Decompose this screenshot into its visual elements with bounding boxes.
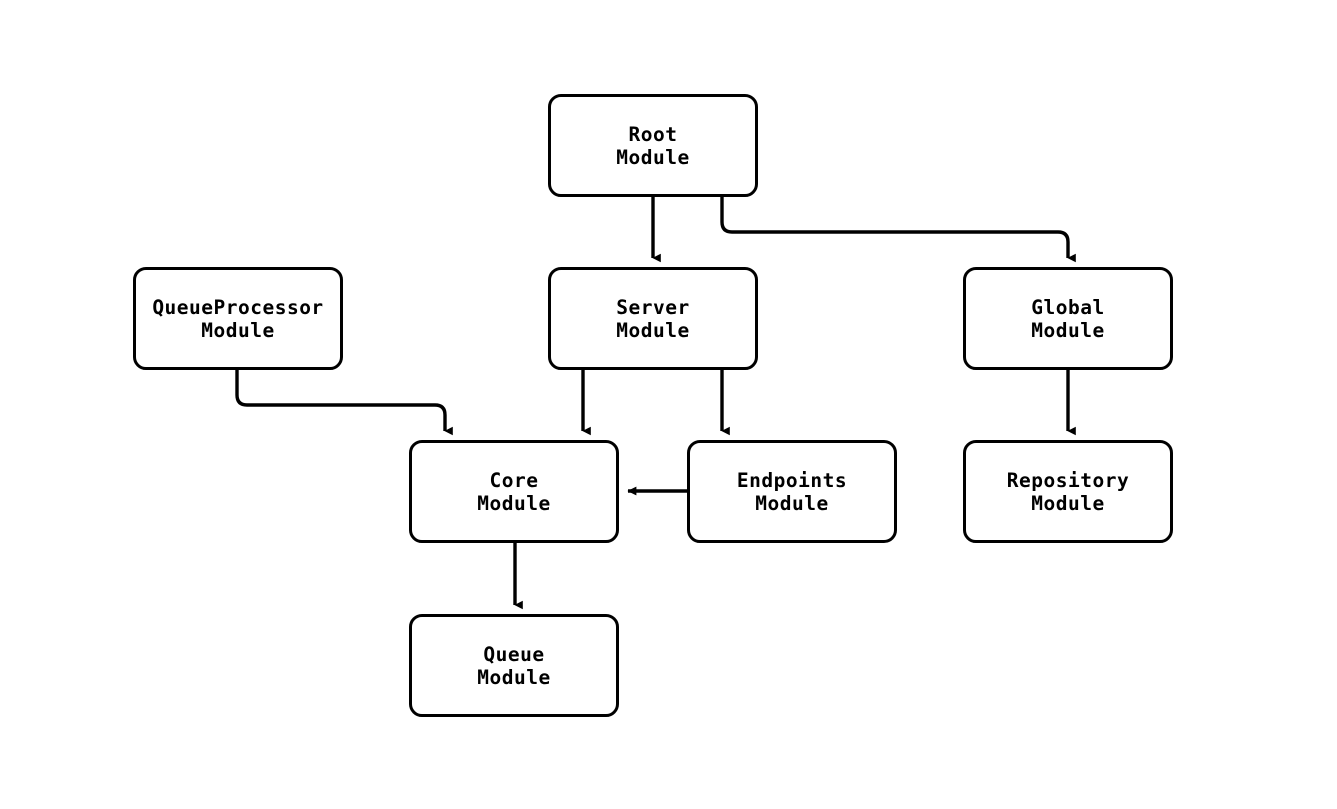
node-repository-module[interactable]: Repository Module	[963, 440, 1173, 543]
node-server-module-suffix: Module	[616, 318, 690, 342]
node-queueprocessor-module-suffix: Module	[201, 318, 275, 342]
node-global-module-suffix: Module	[1031, 318, 1105, 342]
node-core-module-suffix: Module	[477, 491, 551, 515]
node-endpoints-module-name: Endpoints	[736, 468, 848, 492]
edge-root-to-global	[720, 197, 1076, 263]
node-repository-module-name: Repository	[1006, 468, 1130, 492]
node-root-module[interactable]: Root Module	[548, 94, 758, 197]
node-queueprocessor-module-name: QueueProcessor	[152, 295, 324, 319]
node-endpoints-module[interactable]: Endpoints Module	[687, 440, 897, 543]
node-repository-module-suffix: Module	[1031, 491, 1105, 515]
node-global-module[interactable]: Global Module	[963, 267, 1173, 370]
node-core-module-name: Core	[489, 468, 539, 492]
node-root-module-name: Root	[628, 122, 678, 146]
edge-queueprocessor-to-core	[235, 370, 453, 436]
node-core-module[interactable]: Core Module	[409, 440, 619, 543]
node-server-module-name: Server	[616, 295, 690, 319]
node-queue-module-name: Queue	[483, 642, 545, 666]
node-queue-module[interactable]: Queue Module	[409, 614, 619, 717]
node-server-module[interactable]: Server Module	[548, 267, 758, 370]
node-global-module-name: Global	[1031, 295, 1105, 319]
node-queue-module-suffix: Module	[477, 665, 551, 689]
node-queueprocessor-module[interactable]: QueueProcessor Module	[133, 267, 343, 370]
node-endpoints-module-suffix: Module	[755, 491, 829, 515]
node-root-module-suffix: Module	[616, 145, 690, 169]
